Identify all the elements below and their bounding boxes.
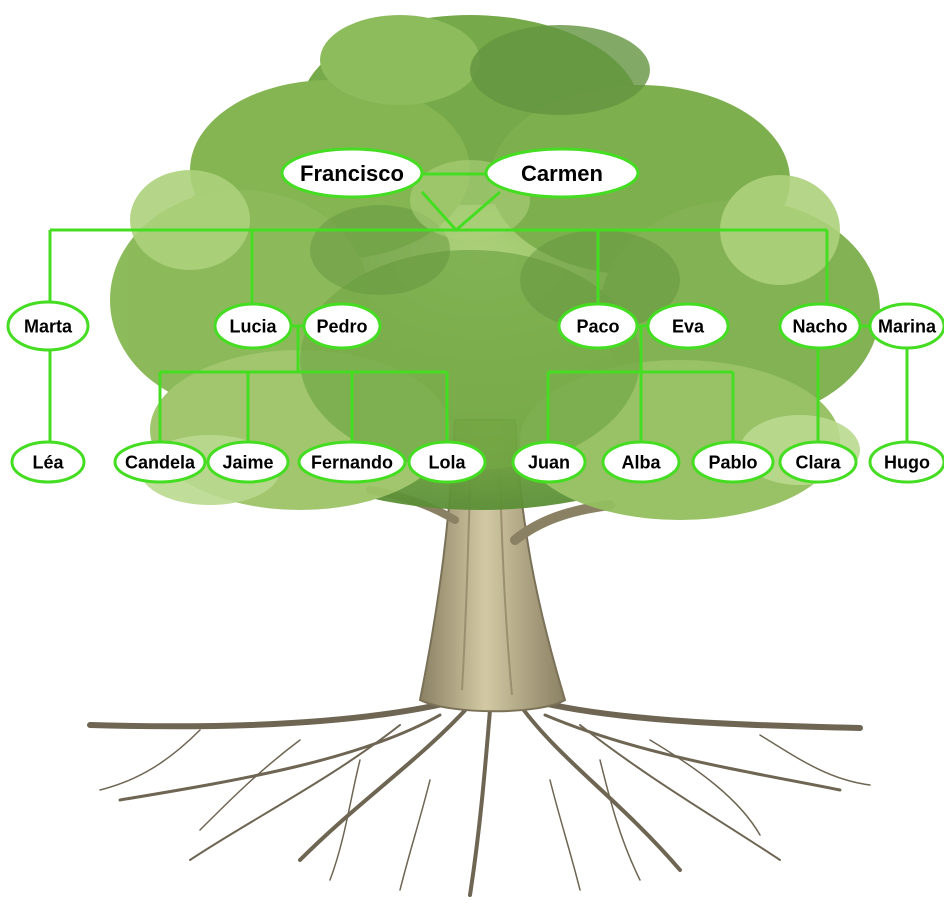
person-node-outline: [10, 440, 86, 484]
person-name: Marta: [24, 316, 73, 336]
person-name: Juan: [528, 452, 570, 472]
person-node-outline: [280, 147, 424, 199]
person-node-pedro[interactable]: Pedro: [302, 302, 382, 350]
person-name: Léa: [32, 452, 64, 472]
person-name: Nacho: [792, 316, 847, 336]
connector-lines: [48, 172, 909, 442]
person-node-nacho[interactable]: Nacho: [778, 302, 862, 350]
person-node-outline: [302, 302, 382, 350]
person-name: Francisco: [300, 161, 404, 186]
person-node-outline: [484, 147, 640, 199]
person-node-outline: [206, 440, 290, 484]
person-name: Paco: [576, 316, 619, 336]
person-node-outline: [511, 440, 587, 484]
person-node-outline: [213, 302, 293, 350]
person-name: Pedro: [316, 316, 367, 336]
person-node-alba[interactable]: Alba: [601, 440, 681, 484]
person-node-outline: [557, 302, 639, 350]
person-node-juan[interactable]: Juan: [511, 440, 587, 484]
person-name: Alba: [621, 452, 661, 472]
person-node-marina[interactable]: Marina: [868, 302, 944, 350]
person-node-clara[interactable]: Clara: [778, 440, 858, 484]
person-node-eva[interactable]: Eva: [646, 302, 730, 350]
person-node-marta[interactable]: Marta: [6, 300, 90, 352]
person-node-outline: [868, 302, 944, 350]
person-name: Lola: [428, 452, 466, 472]
roots: [87, 697, 871, 897]
person-node-lucia[interactable]: Lucia: [213, 302, 293, 350]
person-node-pablo[interactable]: Pablo: [691, 440, 775, 484]
person-name: Lucia: [229, 316, 277, 336]
person-node-outline: [778, 302, 862, 350]
person-name: Jaime: [222, 452, 273, 472]
person-node-outline: [691, 440, 775, 484]
person-node-lola[interactable]: Lola: [407, 440, 487, 484]
person-node-outline: [601, 440, 681, 484]
person-node-outline: [6, 300, 90, 352]
person-node-outline: [646, 302, 730, 350]
person-name: Carmen: [521, 161, 603, 186]
person-node-carmen[interactable]: Carmen: [484, 147, 640, 199]
person-name: Fernando: [311, 452, 393, 472]
person-name: Clara: [795, 452, 841, 472]
person-node-outline: [778, 440, 858, 484]
person-name: Marina: [878, 316, 937, 336]
person-name: Eva: [672, 316, 705, 336]
person-node-outline: [297, 440, 407, 484]
person-node-fernando[interactable]: Fernando: [297, 440, 407, 484]
person-node-jaime[interactable]: Jaime: [206, 440, 290, 484]
person-node-outline: [868, 440, 944, 484]
person-name: Hugo: [884, 452, 930, 472]
person-name: Pablo: [708, 452, 757, 472]
person-node-lea[interactable]: Léa: [10, 440, 86, 484]
person-node-francisco[interactable]: Francisco: [280, 147, 424, 199]
person-node-paco[interactable]: Paco: [557, 302, 639, 350]
person-node-outline: [113, 440, 207, 484]
person-node-outline: [407, 440, 487, 484]
person-node-hugo[interactable]: Hugo: [868, 440, 944, 484]
person-node-candela[interactable]: Candela: [113, 440, 207, 484]
person-name: Candela: [125, 452, 196, 472]
